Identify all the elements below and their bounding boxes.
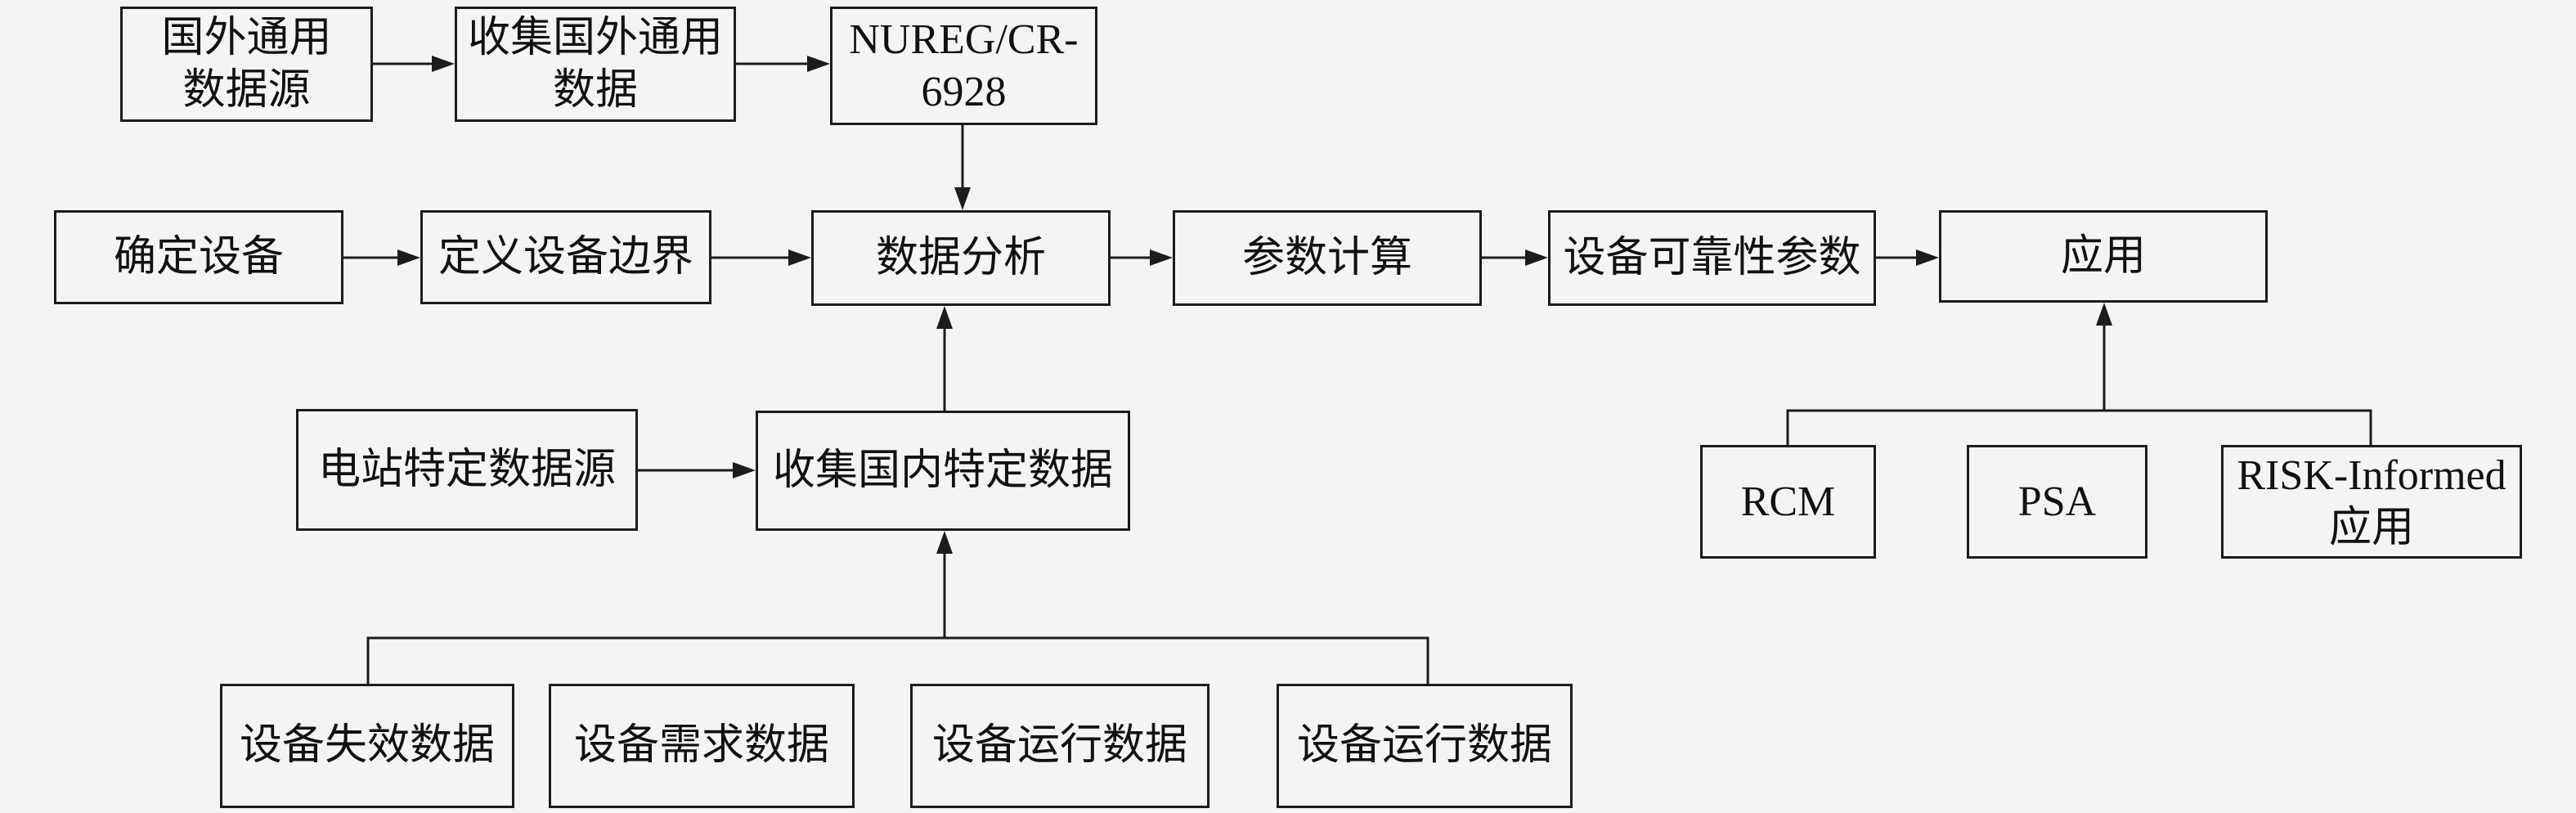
arrowhead-down — [954, 187, 971, 210]
node-label-line: PSA — [2017, 478, 2097, 525]
node-collect-foreign-generic: 收集国外通用 数据 — [455, 7, 736, 122]
arrowhead-right — [733, 462, 756, 478]
node-operating-data-1: 设备运行数据 — [910, 684, 1209, 808]
arrowhead-up — [936, 531, 953, 554]
node-label-line: 6928 — [921, 68, 1007, 115]
node-label-line: 数据源 — [182, 66, 311, 114]
node-label-line: 电站特定数据源 — [317, 446, 616, 493]
node-label-line: 应用 — [2060, 232, 2146, 280]
node-demand-data: 设备需求数据 — [549, 684, 855, 808]
node-label-line: 定义设备边界 — [438, 233, 693, 281]
node-label-line: 设备运行数据 — [931, 722, 1187, 769]
arrowhead-up — [936, 306, 953, 329]
arrowhead-right — [397, 249, 420, 266]
node-risk-informed: RISK-Informed 应用 — [2221, 445, 2522, 559]
node-rcm: RCM — [1700, 445, 1876, 559]
node-label-line: 确定设备 — [113, 233, 284, 281]
node-label-line: 国外通用 — [161, 14, 332, 61]
node-plant-specific-source: 电站特定数据源 — [296, 409, 638, 531]
node-label-line: 设备需求数据 — [573, 722, 829, 769]
node-psa: PSA — [1967, 445, 2147, 559]
node-label-line: 应用 — [2328, 504, 2414, 551]
node-operating-data-2: 设备运行数据 — [1277, 684, 1573, 808]
node-label-line: 数据 — [552, 66, 638, 114]
node-label-line: RISK-Informed — [2237, 451, 2506, 499]
node-parameter-calc: 参数计算 — [1173, 210, 1482, 306]
node-label-line: NUREG/CR- — [849, 16, 1079, 63]
node-label-line: 收集国内特定数据 — [772, 447, 1113, 494]
arrowhead-up — [2096, 303, 2112, 326]
arrowhead-right — [807, 56, 830, 72]
node-label-line: 收集国外通用 — [467, 14, 723, 61]
node-identify-equipment: 确定设备 — [54, 210, 343, 304]
arrowhead-right — [788, 249, 811, 266]
node-application: 应用 — [1939, 210, 2268, 303]
arrowhead-right — [1916, 249, 1939, 266]
node-label-line: 参数计算 — [1241, 234, 1412, 281]
node-failure-data: 设备失效数据 — [220, 684, 514, 808]
node-foreign-generic-source: 国外通用 数据源 — [120, 7, 373, 122]
node-define-boundary: 定义设备边界 — [420, 210, 711, 304]
arrowhead-right — [1150, 249, 1173, 266]
node-nureg: NUREG/CR- 6928 — [830, 7, 1097, 125]
arrowhead-right — [432, 56, 455, 72]
node-collect-domestic-specific: 收集国内特定数据 — [756, 411, 1130, 531]
arrowhead-right — [1525, 249, 1548, 266]
node-label-line: 数据分析 — [875, 234, 1046, 281]
node-label-line: 设备可靠性参数 — [1563, 234, 1861, 281]
node-label-line: RCM — [1740, 478, 1836, 525]
node-data-analysis: 数据分析 — [811, 210, 1111, 306]
node-label-line: 设备失效数据 — [239, 722, 495, 769]
node-label-line: 设备运行数据 — [1296, 722, 1552, 769]
node-reliability-params: 设备可靠性参数 — [1548, 210, 1876, 306]
